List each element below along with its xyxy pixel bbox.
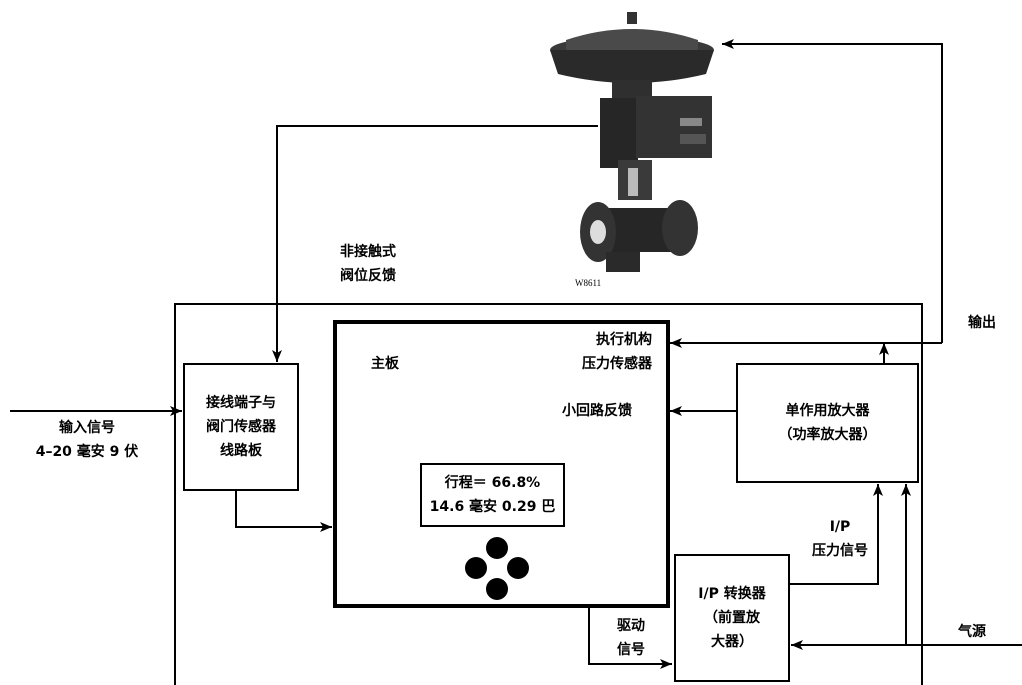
air-supply-label: 气源 <box>958 624 986 640</box>
drive-signal-label: 驱动 信号 <box>617 618 645 658</box>
terminal-board-box: 接线端子与 阀门传感器 线路板 <box>206 395 276 459</box>
valve-image-code: W8611 <box>575 278 602 288</box>
main-board-frame <box>333 320 670 608</box>
amplifier-box: 单作用放大器 （功率放大器） <box>778 403 877 443</box>
output-label: 输出 <box>968 315 996 331</box>
nav-up-button <box>486 537 508 559</box>
control-valve-image <box>550 12 714 272</box>
ip-pressure-signal-label: I/P 压力信号 <box>812 519 868 559</box>
feedback-label: 非接触式 阀位反馈 <box>340 244 396 284</box>
input-signal-label: 输入信号 4–20 毫安 9 伏 <box>35 420 139 460</box>
lcd-display: 行程＝ 66.8% 14.6 毫安 0.29 巴 <box>429 475 556 515</box>
ip-converter-box: I/P 转换器 （前置放 大器） <box>698 586 766 650</box>
main-board-title: 主板 <box>371 356 399 372</box>
nav-down-button <box>486 578 508 600</box>
nav-right-button <box>507 557 529 579</box>
nav-left-button <box>465 557 487 579</box>
minor-loop-feedback-label: 小回路反馈 <box>562 403 632 419</box>
actuator-pressure-sensor-label: 执行机构 压力传感器 <box>582 332 652 372</box>
